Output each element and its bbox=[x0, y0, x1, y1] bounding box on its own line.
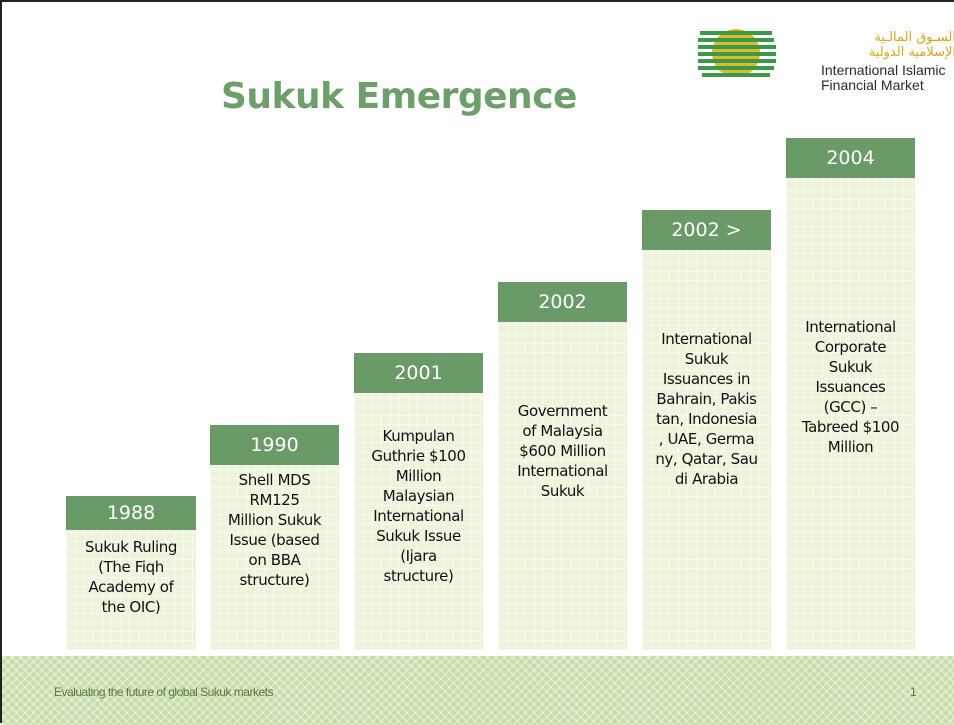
logo-english-text: International Islamic Financial Market bbox=[821, 63, 946, 93]
logo-english-line2: Financial Market bbox=[821, 77, 924, 93]
logo-english-line1: International Islamic bbox=[821, 62, 946, 78]
column-body bbox=[354, 353, 483, 650]
column-body bbox=[498, 282, 627, 650]
timeline-column-2004: 2004 International Corporate Sukuk Issua… bbox=[786, 138, 915, 650]
logo-arabic-line2: الإسلامية الدولية bbox=[868, 45, 954, 60]
timeline-column-1988: 1988 Sukuk Ruling (The Fiqh Academy of t… bbox=[66, 496, 196, 650]
iifm-logo bbox=[698, 29, 776, 77]
column-year: 1988 bbox=[66, 496, 196, 530]
column-year: 2002 bbox=[498, 282, 627, 322]
column-year: 2001 bbox=[354, 353, 483, 393]
logo-arabic-line1: السـوق المالـية bbox=[874, 30, 954, 45]
column-description: Kumpulan Guthrie $100 Million Malaysian … bbox=[371, 427, 466, 585]
column-year: 1990 bbox=[210, 425, 339, 465]
column-description: International Corporate Sukuk Issuances … bbox=[801, 318, 900, 456]
page-number: 1 bbox=[910, 685, 917, 699]
column-description: Sukuk Ruling (The Fiqh Academy of the OI… bbox=[84, 538, 178, 616]
slide-title: Sukuk Emergence bbox=[221, 76, 577, 117]
timeline-column-2002: 2002 Government of Malaysia $600 Million… bbox=[498, 282, 627, 650]
column-year: 2004 bbox=[786, 138, 915, 178]
timeline-column-1990: 1990 Shell MDS RM125 Million Sukuk Issue… bbox=[210, 425, 339, 650]
column-body bbox=[786, 138, 915, 650]
timeline-column-2002-plus: 2002 > International Sukuk Issuances in … bbox=[642, 210, 771, 650]
column-description: International Sukuk Issuances in Bahrain… bbox=[655, 330, 758, 488]
column-description: Shell MDS RM125 Million Sukuk Issue (bas… bbox=[227, 471, 322, 589]
column-body bbox=[642, 210, 771, 650]
column-description: Government of Malaysia $600 Million Inte… bbox=[517, 402, 608, 500]
logo-emblem bbox=[698, 29, 776, 77]
footer-band bbox=[2, 656, 954, 725]
column-year: 2002 > bbox=[642, 210, 771, 250]
timeline-column-2001: 2001 Kumpulan Guthrie $100 Million Malay… bbox=[354, 353, 483, 650]
logo-arabic-text: السـوق المالـية الإسلامية الدولية bbox=[822, 30, 954, 60]
footer-text: Evaluating the future of global Sukuk ma… bbox=[54, 685, 273, 699]
